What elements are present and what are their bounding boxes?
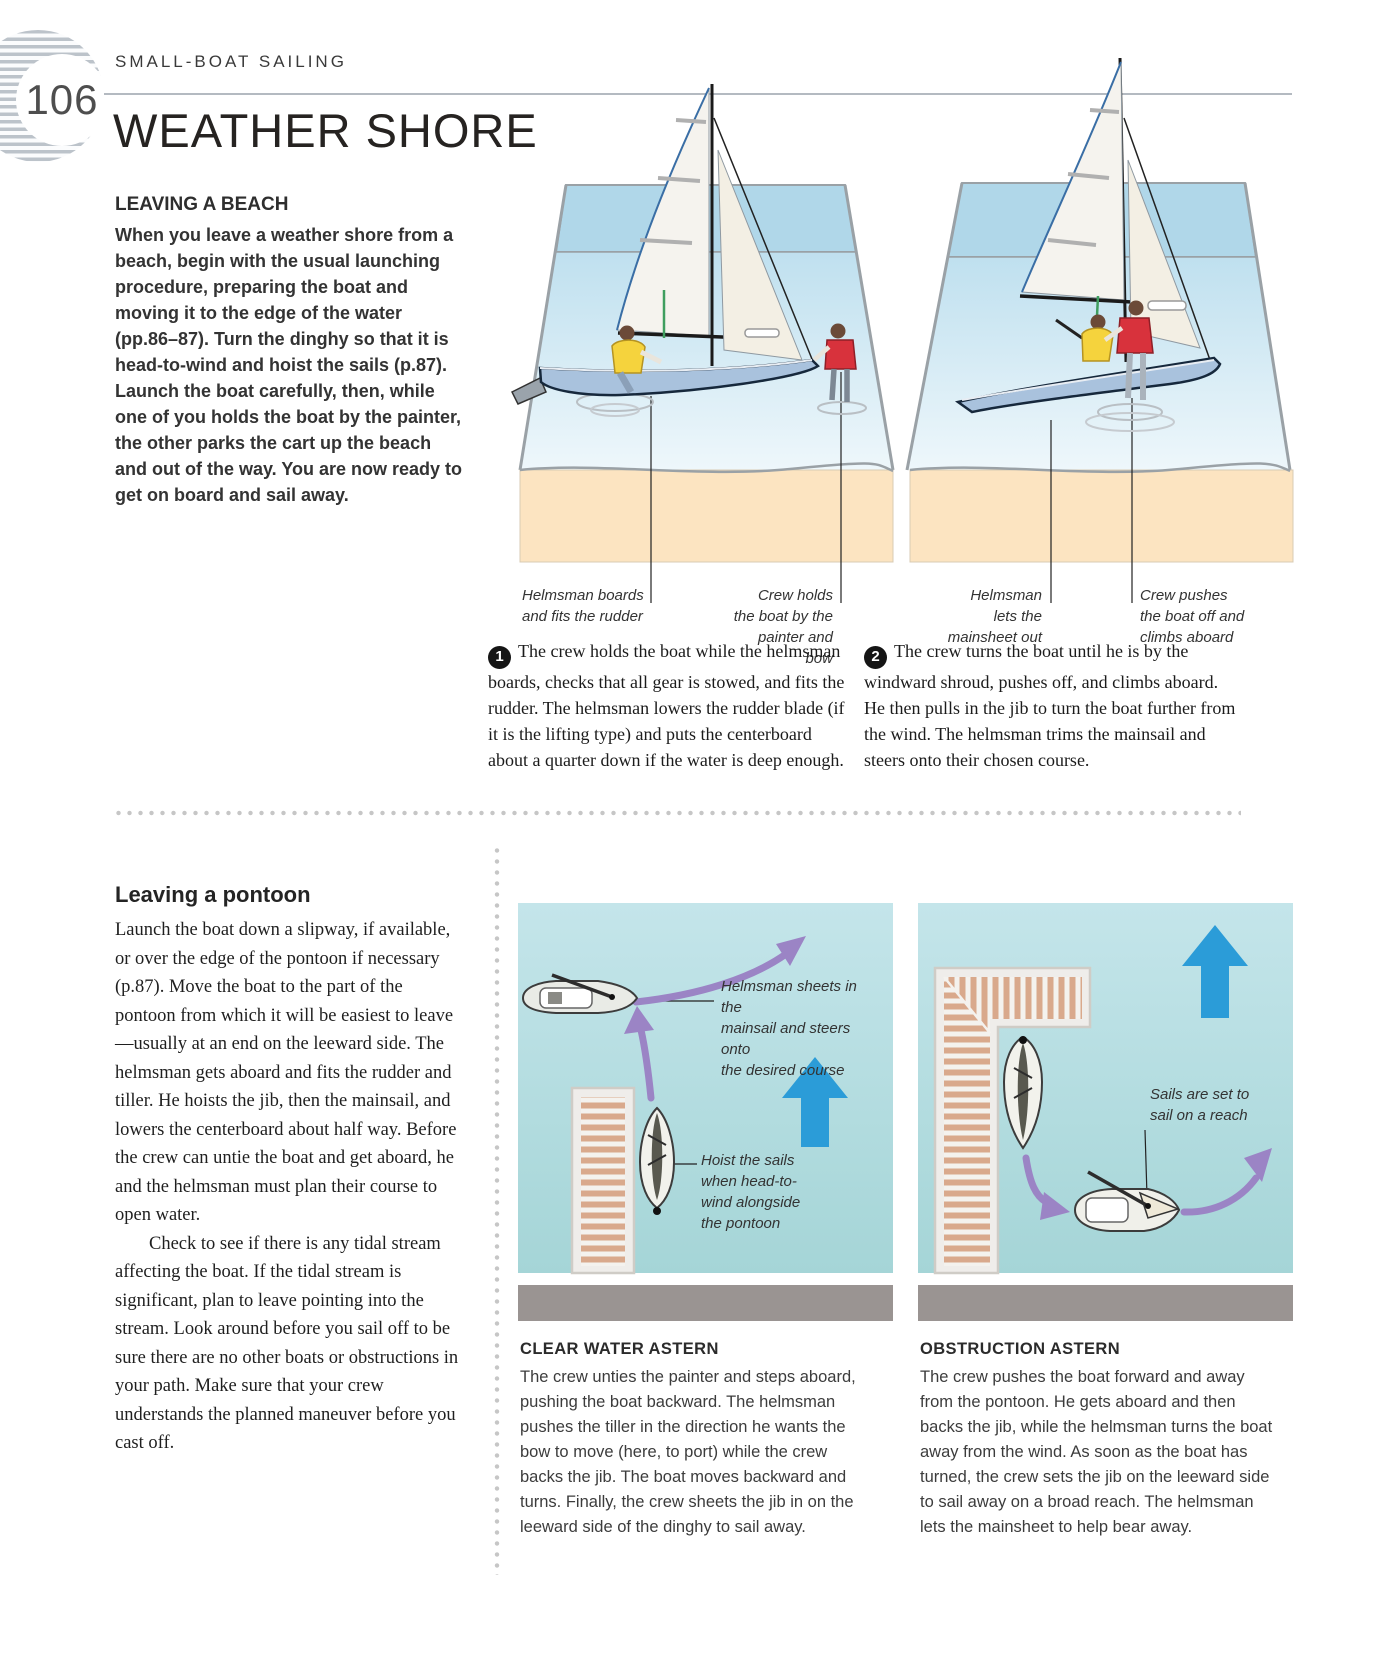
page-number: 106 bbox=[16, 54, 108, 146]
page-number-text: 106 bbox=[25, 76, 99, 123]
obstruction-body: The crew pushes the boat forward and awa… bbox=[920, 1368, 1273, 1536]
vertical-dotted-divider bbox=[494, 845, 500, 1575]
boat-backing-out bbox=[1002, 1035, 1044, 1150]
boat-head-to-wind bbox=[638, 1106, 676, 1215]
section-header: SMALL-BOAT SAILING bbox=[115, 52, 347, 71]
caption-helmsman-boards: Helmsman boards and fits the rudder bbox=[522, 587, 644, 625]
leaving-pontoon-body: Launch the boat down a slipway, if avail… bbox=[115, 916, 463, 1458]
dinghy-1 bbox=[510, 84, 857, 405]
dinghy-2 bbox=[954, 57, 1222, 414]
clear-water-heading: CLEAR WATER ASTERN bbox=[520, 1340, 719, 1358]
beach-scenes-illustration bbox=[510, 57, 1294, 603]
caption-hoist-sails: Hoist the sails when head-to- wind along… bbox=[701, 1152, 801, 1232]
step-1-text: The crew holds the boat while the helmsm… bbox=[488, 641, 845, 770]
page-title: WEATHER SHORE bbox=[113, 104, 538, 157]
step-2-number: 2 bbox=[864, 645, 887, 669]
caption-reach: Sails are set to sail on a reach bbox=[1150, 1086, 1250, 1124]
caption-crew-holds: Crew holds the boat by the painter and b… bbox=[733, 587, 833, 667]
diagram-obstruction-astern bbox=[918, 903, 1293, 1321]
pontoon-diagrams-illustration bbox=[518, 903, 1293, 1321]
diagram-clear-water-astern bbox=[518, 903, 893, 1321]
scene-2-pushing-off bbox=[905, 57, 1294, 603]
leaving-pontoon-para1: Launch the boat down a slipway, if avail… bbox=[115, 920, 457, 1225]
step-2-text: The crew turns the boat until he is by t… bbox=[864, 641, 1236, 770]
boat-sailing-away bbox=[521, 973, 639, 1014]
step-1-number: 1 bbox=[488, 645, 511, 669]
clear-water-body: The crew unties the painter and steps ab… bbox=[520, 1368, 856, 1536]
caption-sheets-in: Helmsman sheets in the mainsail and stee… bbox=[721, 978, 857, 1079]
wind-arrow-left-diagram bbox=[782, 1057, 848, 1147]
header-rule bbox=[104, 93, 1292, 95]
scene-1-leaving-beach bbox=[510, 84, 895, 603]
caption-helmsman-lets: Helmsman lets the mainsheet out bbox=[947, 587, 1042, 646]
boat-on-reach bbox=[1073, 1170, 1181, 1232]
caption-crew-pushes: Crew pushes the boat off and climbs aboa… bbox=[1140, 587, 1245, 646]
leaving-pontoon-heading: Leaving a pontoon bbox=[115, 882, 311, 907]
leaving-pontoon-para2: Check to see if there is any tidal strea… bbox=[115, 1233, 459, 1454]
wind-arrow-right-diagram bbox=[1182, 925, 1248, 1018]
obstruction-heading: OBSTRUCTION ASTERN bbox=[920, 1340, 1121, 1358]
leaving-beach-heading: LEAVING A BEACH bbox=[115, 194, 289, 215]
horizontal-dotted-divider bbox=[113, 810, 1241, 816]
leaving-beach-intro: When you leave a weather shore from a be… bbox=[115, 225, 463, 505]
